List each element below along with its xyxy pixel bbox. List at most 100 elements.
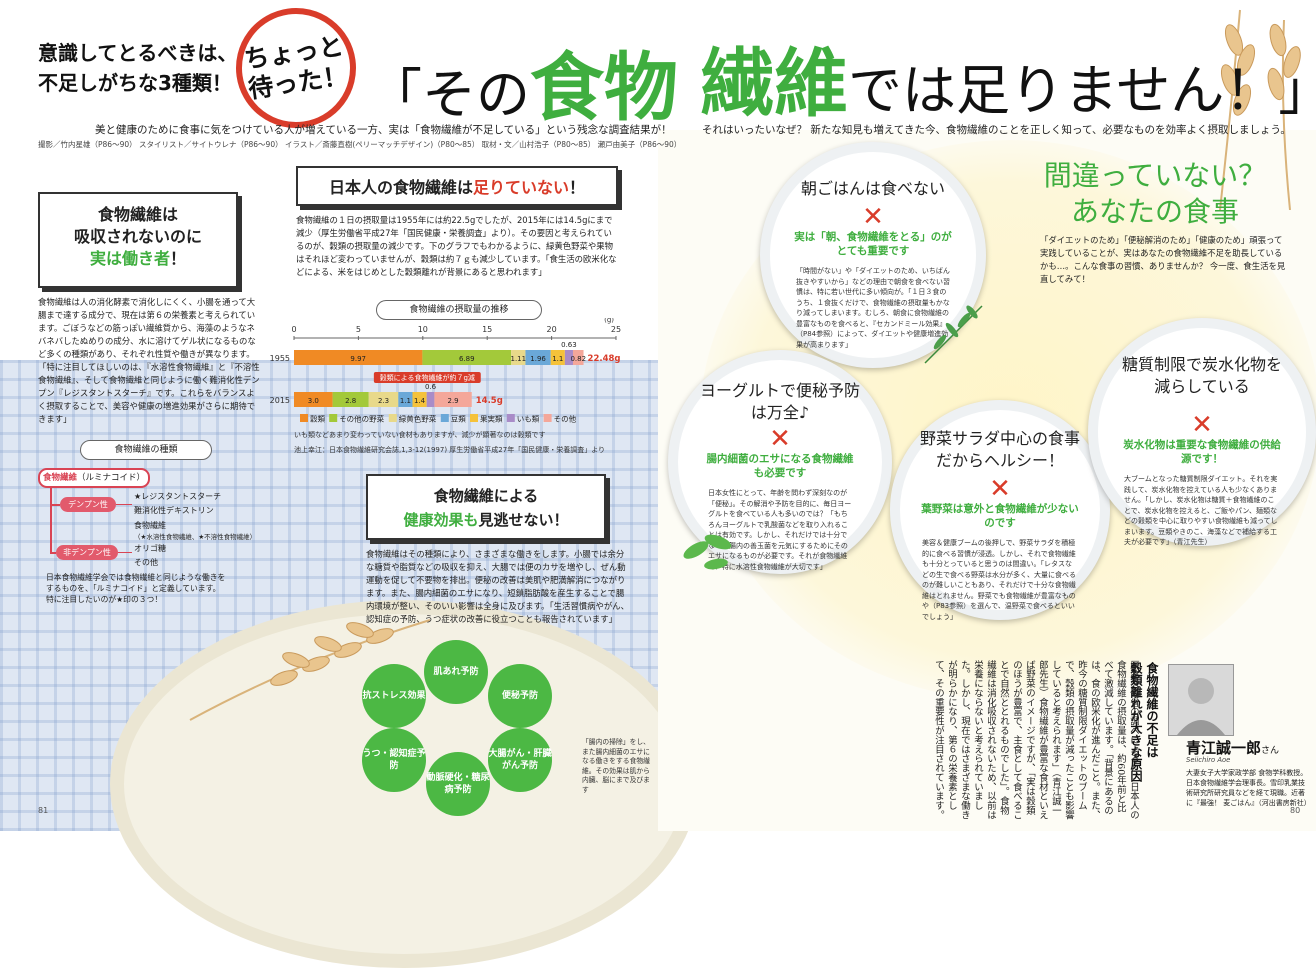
type-starch: デンプン性 [60, 497, 116, 512]
person-icon [1177, 678, 1225, 735]
axis-tick-label: 20 [547, 325, 557, 334]
plate-breakfast: 朝ごはんは食べない ✕ 実は「朝、食物繊維をとる」のがとても重要です 「時間がな… [760, 142, 986, 368]
type-root: 食物繊維（ルミナコイド） [38, 468, 150, 488]
header-lead-line2: 不足しがちな3種類！ [38, 71, 232, 95]
effect-circle: 便秘予防 [488, 664, 552, 728]
data-label: 2.3 [378, 397, 389, 405]
fiber-paragraph: 食物繊維は人の消化酵素で消化しにくく、小腸を通って大腸まで達する成分で、現在は第… [38, 297, 260, 424]
effect-circle: 動脈硬化・糖尿病予防 [426, 752, 490, 816]
nonstarch-item: オリゴ糖 [134, 544, 166, 553]
bar-segment [426, 392, 435, 407]
header-lead: 意識してとるべきは、 不足しがちな3種類！ [38, 38, 237, 98]
professor-bio: 大妻女子大学家政学部 食物学科教授。日本食物繊維学会理事長。雪印乳業技術研究所研… [1186, 769, 1311, 807]
data-label: 9.97 [350, 355, 366, 363]
legend-swatch [329, 414, 338, 422]
tree-line [116, 504, 132, 505]
plate-title: 糖質制限で炭水化物を減らしている [1121, 355, 1282, 396]
plate-text: 美容＆健康ブームの後押しで、野菜サラダを積極的に食べる習慣が浸透。しかし、それで… [922, 539, 1076, 621]
annotation-arrow [373, 372, 481, 383]
column-heading: 食物繊維の不足は 穀類離れが大きな原因 [1129, 662, 1159, 782]
bar-segment [550, 350, 565, 365]
data-label: 1.1 [552, 355, 563, 363]
types-note: 日本食物繊維学会では食物繊維と同じような働きをするものを、「ルミナコイド」と定義… [46, 573, 226, 604]
bowel-note: 「腸内の掃除」をし、また腸内細菌のエサになる働きをする食物繊維。その効果は肌から… [582, 738, 650, 794]
legend-label: 豆類 [451, 414, 466, 424]
plate-title: 野菜サラダ中心の食事だからヘルシー！ [919, 429, 1080, 470]
axis-tick-label: 15 [482, 325, 492, 334]
chart-source: 池上幸江：日本食物繊維研究会誌,1,3-12(1997) 厚生労働省平成27年「… [294, 446, 606, 454]
tablecloth-background [0, 360, 660, 831]
intake-heading-box: 日本人の食物繊維は足りていない！ [296, 166, 618, 206]
legend-label: その他 [554, 414, 577, 424]
bar-segment [434, 392, 472, 407]
page-number-left: 81 [38, 806, 49, 815]
cross-icon: ✕ [989, 474, 1011, 504]
plate-yogurt: ヨーグルトで便秘予防は万全♪ ✕ 腸内細菌のエサになる食物繊維も必要です 日本女… [668, 350, 892, 574]
page-title-right: 繊維では足りません！」 [700, 41, 1316, 127]
plate-text: 日本女性にとって、年齢を問わず深刻なのが「便秘」。その解消や予防を目的に、毎日ヨ… [708, 489, 852, 571]
bar-segment [294, 392, 333, 407]
data-label: 2.8 [345, 397, 356, 405]
bar-segment [398, 392, 413, 407]
data-label: 0.6 [425, 383, 437, 391]
effect-circle: 肌あれ予防 [424, 640, 488, 704]
legend-swatch [300, 414, 308, 422]
bar-segment [511, 350, 526, 365]
legend-swatch [388, 414, 397, 422]
professor-name: 青江誠一郎さん [1186, 739, 1280, 757]
data-label: 1.4 [414, 397, 426, 405]
category-label: 1955 [270, 354, 290, 363]
axis-unit: (g) [604, 318, 614, 324]
types-label: 食物繊維の種類 [80, 440, 212, 460]
axis-tick-label: 25 [611, 325, 621, 334]
data-label: 0.63 [561, 341, 577, 349]
data-label: 6.89 [459, 355, 475, 363]
legend-label: いも類 [517, 414, 540, 424]
nonstarch-item: （★水溶性食物繊維、★不溶性食物繊維） [134, 533, 257, 541]
professor-roman-name: Seiichiro Aoe [1186, 756, 1231, 764]
legend-label: 緑黄色野菜 [399, 414, 437, 424]
plate-text: 「時間がない」や「ダイエットのため、いちばん抜きやすいから」などの理由で朝食を食… [796, 267, 950, 349]
legend-label: 穀類 [310, 414, 325, 424]
effect-circle: 抗ストレス効果 [362, 664, 426, 728]
intake-paragraph: 食物繊維の１日の摂取量は1955年には約22.5gでしたが、2015年には14.… [296, 215, 617, 277]
plate-answer: 炭水化物は重要な食物繊維の供給源です！ [1123, 439, 1281, 465]
tree-line [118, 552, 132, 553]
category-label: 2015 [270, 396, 290, 405]
credits: 撮影／竹内星雄（P86〜90） スタイリスト／サイトウレナ（P86〜90） イラ… [38, 140, 682, 149]
legend-swatch [506, 414, 515, 422]
mistake-title: 間違っていない？ あなたの食事 [1043, 159, 1267, 228]
column-body: 厚生労働省の調べによると、日本人の食物繊維の摂取量は、約60年前と比べて激減して… [933, 660, 1139, 820]
cross-icon: ✕ [862, 202, 884, 232]
legend-label: 果実類 [480, 414, 503, 424]
plate-title: ヨーグルトで便秘予防は万全♪ [700, 381, 861, 422]
data-label: 1.11 [511, 355, 527, 363]
effect-circle: うつ・認知症予防 [362, 728, 426, 792]
bar-segment [525, 350, 551, 365]
health-paragraph: 食物繊維はその種類により、さまざまな働きをします。小腸では余分な糖質や脂質などの… [366, 549, 629, 624]
legend-swatch [543, 414, 552, 422]
plate-text: 大ブームとなった糖質制限ダイエット。それを実践して、炭水化物を控えている人も少な… [1124, 475, 1278, 546]
bar-segment [564, 350, 573, 365]
bar-segment [422, 350, 512, 365]
nonstarch-item: その他 [134, 558, 158, 567]
data-label: 3.0 [308, 397, 319, 405]
total-label: 22.48g [588, 354, 621, 364]
axis-tick-label: 5 [356, 325, 361, 334]
plate-answer: 葉野菜は意外と食物繊維が少ないのです [921, 503, 1079, 529]
plate-carb: 糖質制限で炭水化物を減らしている ✕ 炭水化物は重要な食物繊維の供給源です！ 大… [1088, 318, 1316, 546]
fiber-heading-box: 食物繊維は 吸収されないのに 実は働き者！ [38, 192, 238, 288]
leaf-illustration [683, 534, 732, 570]
bar-segment [332, 392, 369, 407]
legend-label: その他の野菜 [339, 414, 384, 424]
plate-answer: 実は「朝、食物繊維をとる」のがとても重要です [794, 231, 952, 257]
bar-segment [294, 350, 423, 365]
cross-icon: ✕ [769, 424, 791, 454]
total-label: 14.5g [476, 396, 503, 406]
wheat-illustration-top-right [1219, 9, 1301, 210]
starch-item: ★レジスタントスターチ [134, 492, 222, 501]
type-nonstarch: 非デンプン性 [56, 545, 118, 560]
subtitle-left: 美と健康のために食事に気をつけている人が増えている一方、実は「食物繊維が不足して… [95, 124, 672, 136]
health-heading-box: 食物繊維による 健康効果も見逃せない！ [366, 474, 606, 540]
